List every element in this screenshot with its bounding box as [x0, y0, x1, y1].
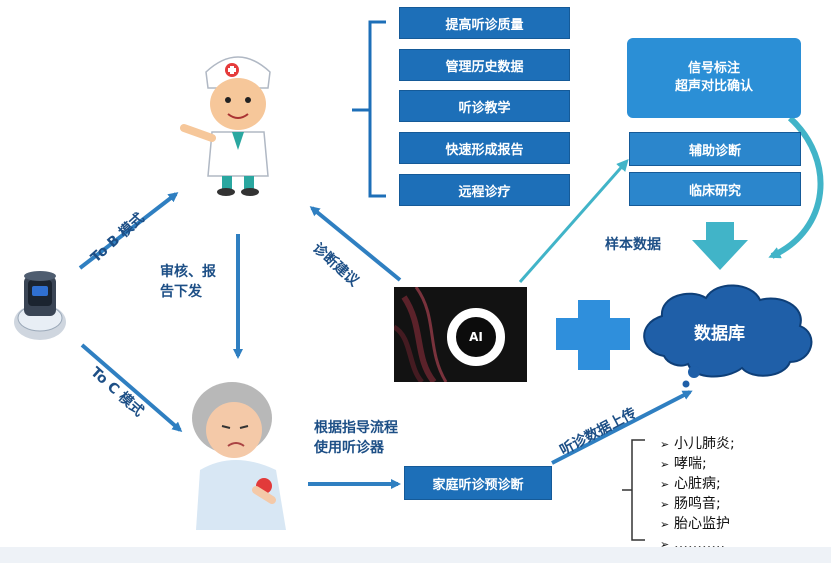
conditions-bracket — [622, 439, 645, 541]
condition-item: ➢心脏病; — [660, 476, 721, 492]
sample-data-label: 样本数据 — [605, 237, 661, 253]
uses-quality-box: 提高听诊质量 — [399, 7, 570, 39]
uses-bracket — [352, 20, 386, 198]
signal-line2: 超声对比确认 — [674, 79, 753, 94]
uses-teaching-box: 听诊教学 — [399, 90, 570, 122]
signal-annotation-box: 信号标注 超声对比确认 — [627, 38, 801, 118]
review-line1: 审核、报 — [160, 264, 216, 280]
cloud-icon — [643, 284, 813, 388]
ai-label: AI — [469, 330, 483, 344]
plus-icon — [556, 300, 630, 370]
stethoscope-device-icon — [14, 271, 66, 340]
review-label: 审核、报 告下发 — [160, 262, 216, 302]
upload-arrow — [551, 390, 693, 465]
condition-item: ➢小儿肺炎; — [660, 436, 735, 452]
conditions-list: ➢小儿肺炎; ➢哮喘; ➢心脏病; ➢肠鸣音; ➢胎心监护 ➢……….. — [660, 434, 735, 554]
aux-diagnosis-box: 辅助诊断 — [629, 132, 801, 166]
guide-line2: 使用听诊器 — [314, 440, 384, 456]
ai-badge: AI — [447, 308, 505, 366]
doctor-illustration — [180, 56, 271, 196]
ai-texture — [394, 287, 448, 382]
ai-to-aux-arrow — [518, 159, 629, 283]
advice-arrow — [309, 206, 402, 282]
curved-arrow — [768, 115, 824, 259]
review-line2: 告下发 — [160, 284, 202, 300]
condition-item: ➢哮喘; — [660, 456, 707, 472]
uses-history-box: 管理历史数据 — [399, 49, 570, 81]
to-b-arrow — [78, 192, 179, 270]
clinical-research-box: 临床研究 — [629, 172, 801, 206]
to-c-arrow — [80, 343, 183, 432]
home-prediagnosis-box: 家庭听诊预诊断 — [404, 466, 552, 500]
signal-line1: 信号标注 — [687, 61, 740, 76]
footer-strip — [0, 547, 831, 563]
guide-line1: 根据指导流程 — [314, 420, 398, 436]
condition-item: ➢肠鸣音; — [660, 496, 721, 512]
uses-report-box: 快速形成报告 — [399, 132, 570, 164]
uses-remote-box: 远程诊疗 — [399, 174, 570, 206]
guide-label: 根据指导流程 使用听诊器 — [314, 418, 398, 458]
condition-item: ➢胎心监护 — [660, 516, 730, 532]
database-label: 数据库 — [694, 324, 745, 344]
sample-down-arrow — [692, 222, 748, 270]
patient-illustration — [188, 380, 304, 530]
